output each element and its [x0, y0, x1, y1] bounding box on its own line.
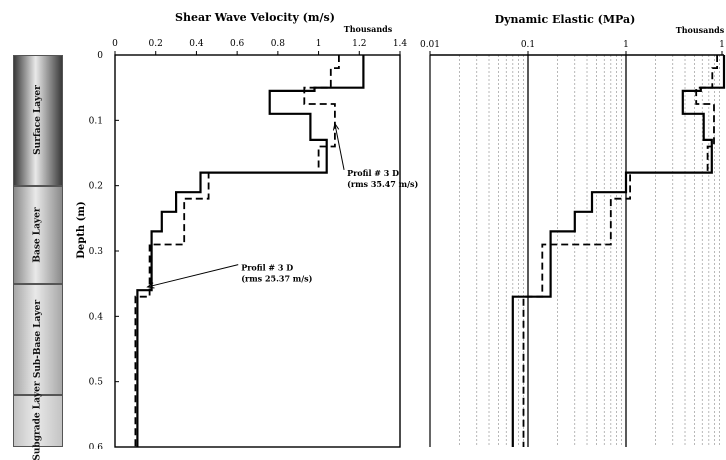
annotation-arrowhead: [332, 122, 340, 131]
x-tick-label: 1: [719, 40, 725, 50]
axis-multiplier-label: Thousands: [344, 24, 393, 34]
series-line-dashed: [134, 55, 340, 447]
y-tick-label: 0.6: [89, 443, 104, 449]
x-tick-label: 0: [112, 39, 118, 49]
axis-multiplier-label: Thousands: [676, 25, 725, 35]
y-tick-label: 0.3: [89, 247, 104, 257]
y-axis-label: Depth (m): [76, 201, 87, 258]
y-tick-label: 0: [97, 51, 103, 61]
x-tick-label: 1.4: [393, 39, 408, 49]
plot-frame: [114, 54, 401, 448]
x-tick-label: 0.01: [420, 40, 440, 50]
chart-title: Dynamic Elastic (MPa): [495, 13, 636, 26]
annotation-arrow: [334, 123, 345, 170]
y-tick-label: 0.1: [89, 116, 103, 126]
layer-band: Base Layer: [13, 185, 63, 284]
x-tick-label: 1: [623, 40, 629, 50]
charts-canvas: Shear Wave Velocity (m/s) Thousands 0 0.2 0.…: [76, 11, 726, 449]
y-tick-label: 0.5: [89, 378, 104, 388]
annotation-label: Profil # 3 D: [241, 263, 293, 273]
layer-band: Surface Layer: [13, 55, 63, 186]
chart-title: Shear Wave Velocity (m/s): [175, 11, 335, 24]
x-tick-label: 1.2: [352, 39, 366, 49]
x-tick-label: 0.8: [271, 39, 286, 49]
series-line-solid: [511, 55, 726, 447]
annotation-label: Profil # 3 D: [347, 168, 399, 178]
series-line-solid: [136, 55, 365, 447]
layer-band: Subgrade Layer: [13, 381, 63, 460]
x-tick-label: 1: [316, 39, 322, 49]
annotation-rms: (rms 35.47 m/s): [347, 179, 418, 189]
series-line-dashed: [522, 55, 718, 447]
x-tick-label: 0.2: [149, 39, 163, 49]
x-tick-label: 0.1: [521, 40, 535, 50]
layer-band: Sub-Base Layer: [13, 283, 63, 395]
y-tick-label: 0.2: [89, 182, 103, 192]
x-tick-label: 0.6: [230, 39, 245, 49]
annotation-rms: (rms 25.37 m/s): [241, 274, 312, 284]
x-tick-label: 0.4: [189, 39, 204, 49]
annotation-arrowhead: [146, 282, 155, 289]
y-tick-label: 0.4: [89, 312, 104, 322]
annotation-arrow: [147, 264, 239, 288]
